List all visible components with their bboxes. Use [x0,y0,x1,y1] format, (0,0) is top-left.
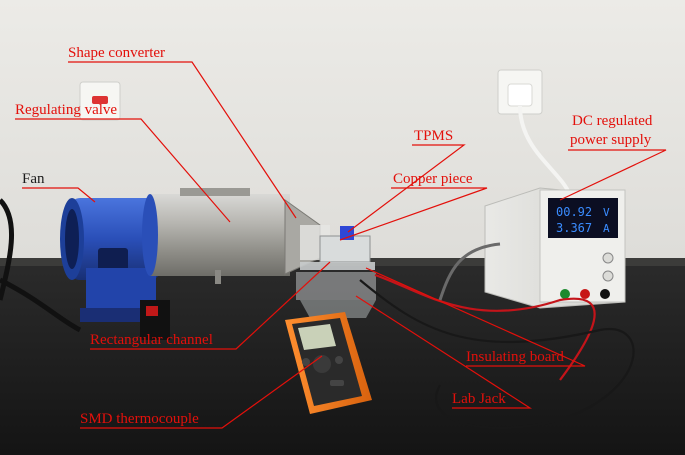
wall-socket-left [79,81,121,121]
label-copper-piece: Copper piece [393,171,473,187]
psu-voltage-unit: V [603,206,610,219]
psu-knob-voltage [602,252,614,264]
label-insulating-board: Insulating board [466,349,564,365]
callout-smd-thermocouple [80,355,323,429]
psu-voltage-readout: 00.92 [556,205,592,219]
rectangular-channel [296,226,376,318]
power-cable-black [359,279,635,430]
dc-power-supply: 00.92 V 3.367 A [484,187,626,309]
smd-thermocouple-meter [285,312,372,414]
psu-current-unit: A [603,222,610,235]
wall-socket-right [497,69,572,196]
callout-lines [15,61,667,429]
label-dc-supply-line1: DC regulated [572,113,653,129]
callout-regulating-valve [15,118,231,223]
psu-terminal-red [580,289,590,299]
label-smd-thermocouple: SMD thermocouple [80,411,199,427]
callout-lab-jack [355,295,533,409]
callout-insulating-board [365,267,586,367]
fan [60,198,170,340]
callout-dc-supply [559,149,667,201]
label-lab-jack: Lab Jack [452,391,506,407]
psu-terminal-green [560,289,570,299]
psu-terminal-black [600,289,610,299]
label-tpms: TPMS [414,128,454,144]
label-regulating-valve: Regulating valve [15,102,118,118]
callout-rectangular-channel [90,261,331,350]
psu-cable-gray [438,242,501,301]
psu-knob-current [602,270,614,282]
label-rectangular-channel: Rectangular channel [90,332,213,348]
label-shape-converter: Shape converter [68,45,166,61]
left-cables [0,198,82,333]
power-cable-red [374,273,596,381]
psu-current-readout: 3.367 [556,221,592,235]
label-dc-supply-line2: power supply [570,132,652,148]
regulating-valve-cylinder [142,188,290,284]
label-fan: Fan [22,171,45,187]
callout-fan [22,187,96,203]
callout-tpms [347,144,466,233]
callout-copper-piece [339,187,488,241]
callout-shape-converter [68,61,297,219]
